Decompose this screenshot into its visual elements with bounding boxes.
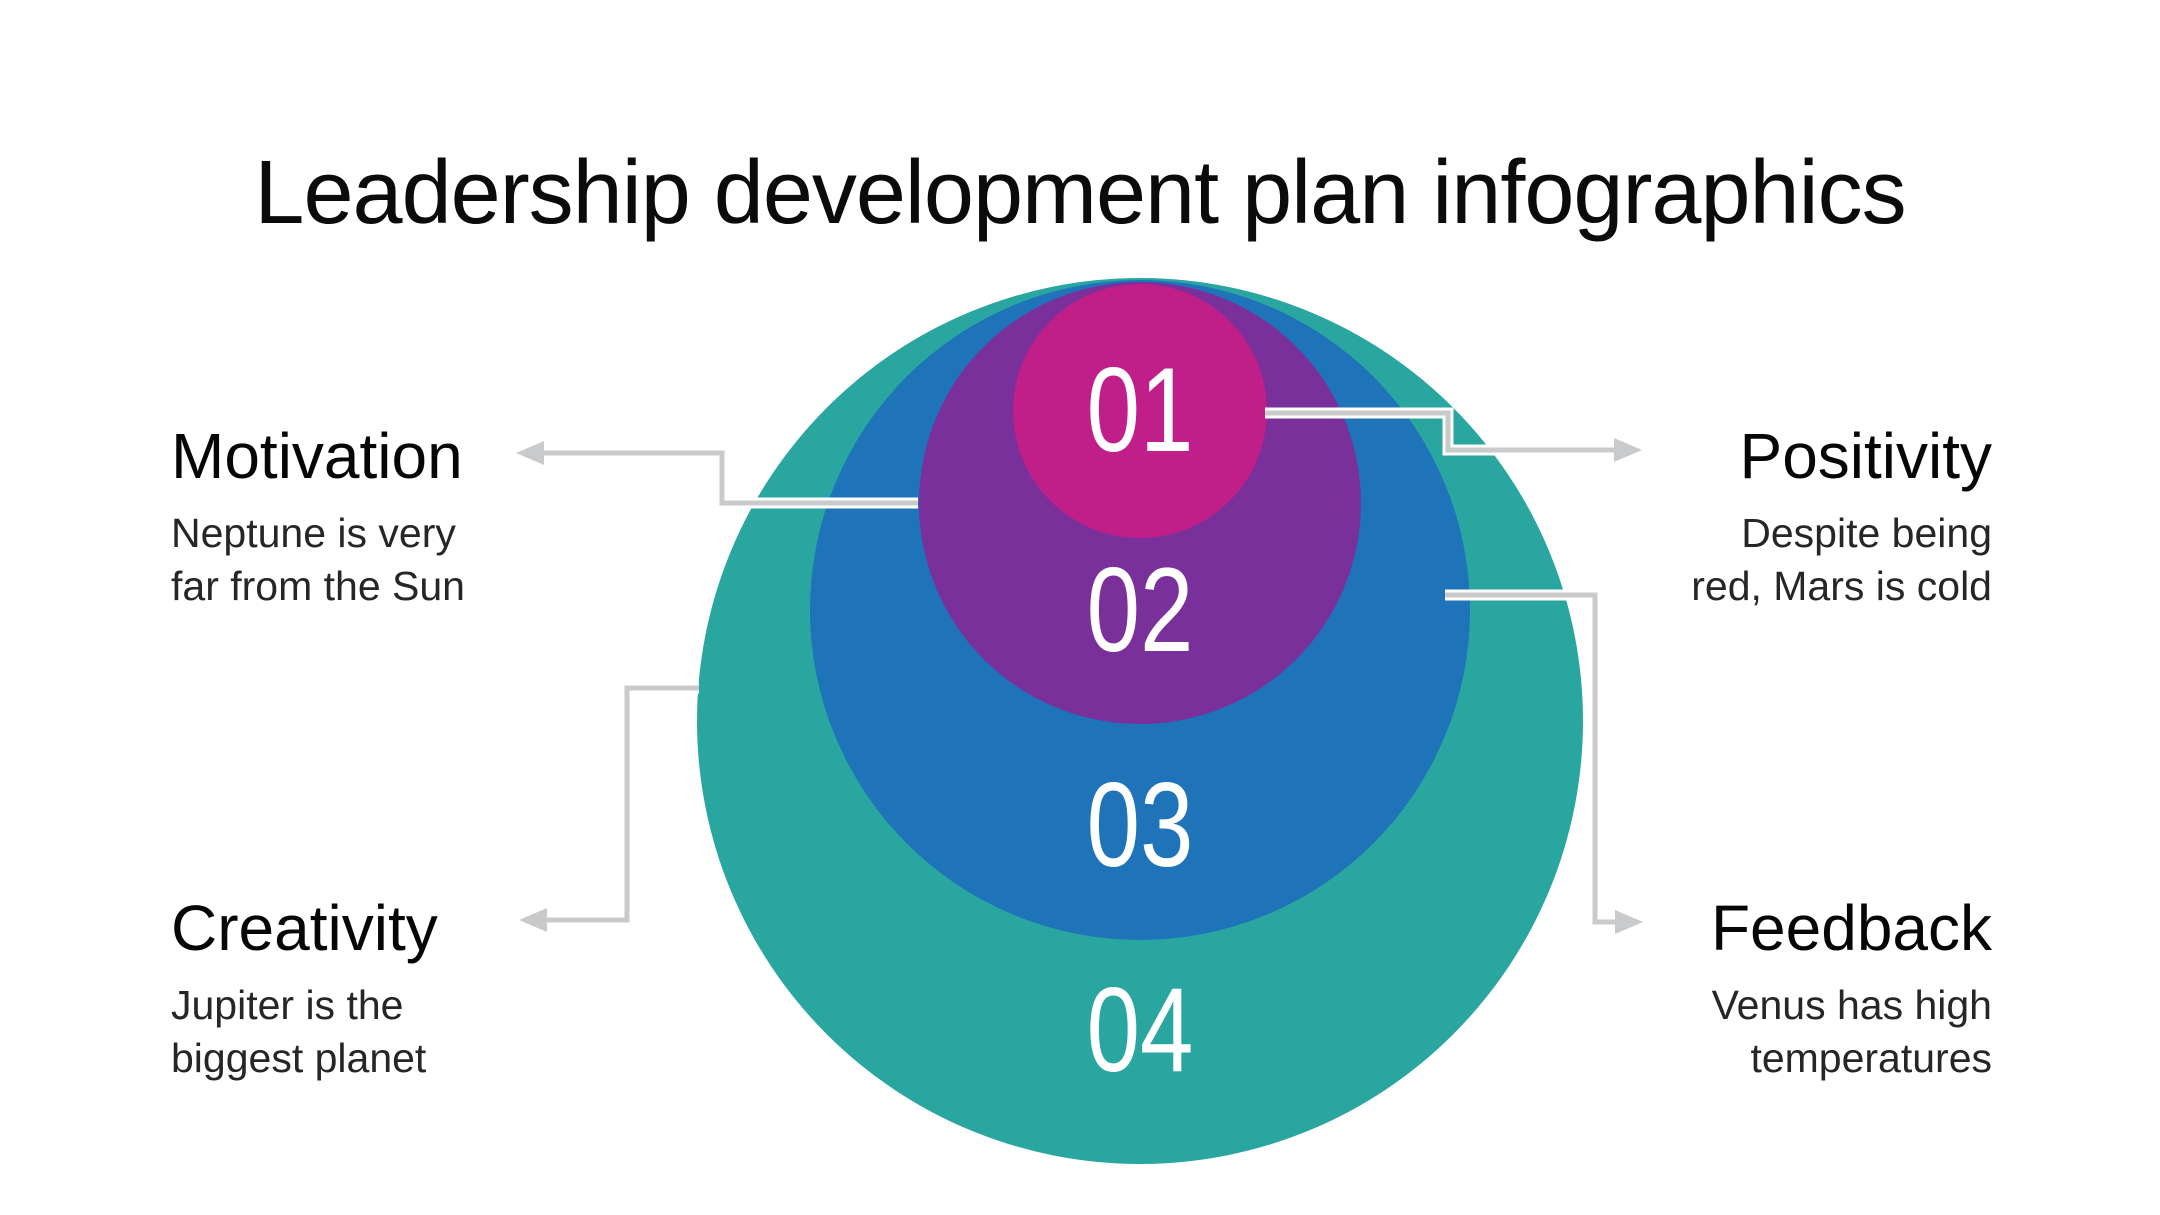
ring-number-04: 04 xyxy=(1086,963,1194,1097)
label-desc-line: far from the Sun xyxy=(171,563,465,609)
ring-number-03: 03 xyxy=(1086,758,1194,892)
ring-number-01: 01 xyxy=(1086,343,1194,477)
label-desc-line: temperatures xyxy=(1750,1035,1992,1081)
label-desc-line: Despite being xyxy=(1741,510,1992,556)
arrowhead-left-icon xyxy=(519,908,547,932)
label-title-motivation: Motivation xyxy=(171,420,463,492)
label-title-creativity: Creativity xyxy=(171,892,438,964)
connector-positivity-line xyxy=(1265,410,1616,453)
connector-outlines xyxy=(542,407,1617,928)
connector-motivation-line xyxy=(542,450,918,506)
label-desc-motivation: Neptune is very far from the Sun xyxy=(171,507,611,613)
connector-arrowheads xyxy=(516,438,1643,934)
label-desc-feedback: Venus has high temperatures xyxy=(1552,979,1992,1085)
label-desc-line: Jupiter is the xyxy=(171,982,404,1028)
connector-creativity-line xyxy=(545,685,699,923)
label-desc-line: biggest planet xyxy=(171,1035,427,1081)
page-title: Leadership development plan infographics xyxy=(254,143,1906,243)
arrowhead-left-icon xyxy=(516,441,544,465)
connector-gray-lines xyxy=(542,410,1617,925)
arrowhead-right-icon xyxy=(1615,910,1643,934)
label-desc-positivity: Despite being red, Mars is cold xyxy=(1552,507,1992,613)
connector-feedback-line xyxy=(1445,592,1617,925)
label-positivity: Positivity Despite being red, Mars is co… xyxy=(1552,421,1992,613)
label-desc-creativity: Jupiter is the biggest planet xyxy=(171,979,611,1085)
label-desc-line: red, Mars is cold xyxy=(1691,563,1992,609)
arrowhead-right-icon xyxy=(1614,438,1642,462)
ring-circle-01 xyxy=(1013,284,1267,538)
label-motivation: Motivation Neptune is very far from the … xyxy=(171,421,611,613)
label-desc-line: Venus has high xyxy=(1711,982,1992,1028)
label-creativity: Creativity Jupiter is the biggest planet xyxy=(171,893,611,1085)
label-feedback: Feedback Venus has high temperatures xyxy=(1552,893,1992,1085)
ring-number-02: 02 xyxy=(1086,543,1194,677)
label-desc-line: Neptune is very xyxy=(171,510,456,556)
label-title-feedback: Feedback xyxy=(1710,892,1992,964)
label-title-positivity: Positivity xyxy=(1739,420,1993,492)
